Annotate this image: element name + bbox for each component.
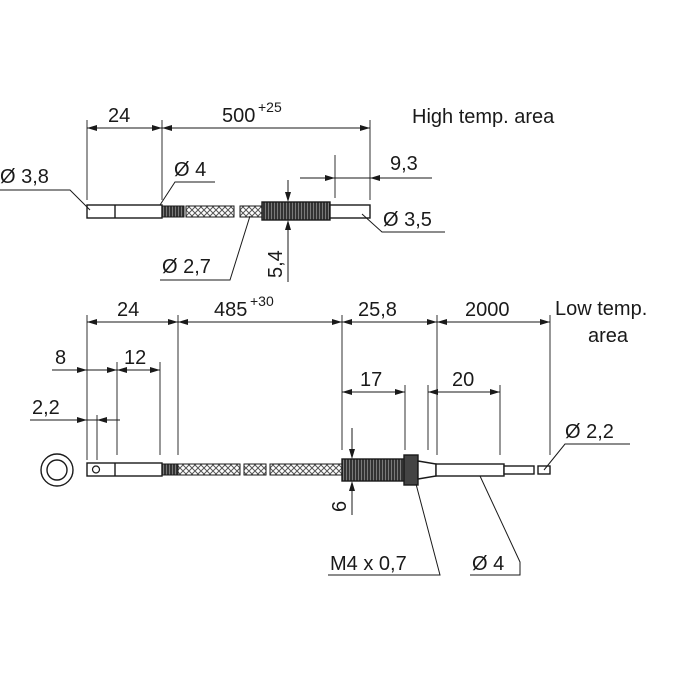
- fiber-d2-2: [503, 465, 535, 475]
- dim-top-24: 24: [108, 105, 130, 127]
- braid-section-2: [185, 205, 235, 218]
- dim-bot-17: 17: [360, 369, 382, 391]
- dim-bot-12: 12: [124, 347, 146, 369]
- dim-bot-d2-2: Ø 2,2: [565, 421, 614, 443]
- dim-top-9-3: 9,3: [390, 153, 418, 175]
- braid-b1: [161, 463, 179, 476]
- top-dimensions: 24 500 +25 High temp. area 9,3 Ø 3,8 Ø 4…: [0, 99, 555, 282]
- end-view-inner: [46, 459, 68, 481]
- tube-d4: [435, 463, 505, 477]
- braid-b4: [269, 463, 343, 476]
- dim-top-d2-7: Ø 2,7: [162, 256, 211, 278]
- dim-bot-485-tol: +30: [250, 293, 274, 309]
- dim-bot-2000: 2000: [465, 299, 510, 321]
- nut: [403, 454, 419, 486]
- braid-b2: [177, 463, 241, 476]
- bottom-dimensions: 24 485 +30 25,8 2000 Low temp. area 8 12: [30, 293, 647, 576]
- dim-bot-25-8: 25,8: [358, 299, 397, 321]
- dim-top-5-4: 5,4: [265, 250, 287, 278]
- dim-bot-20: 20: [452, 369, 474, 391]
- transition: [417, 460, 437, 480]
- low-temp-area-label-1: Low temp.: [555, 298, 647, 320]
- dim-top-d3-5: Ø 3,5: [383, 209, 432, 231]
- dim-top-d4: Ø 4: [174, 159, 206, 181]
- dim-top-500: 500: [222, 105, 255, 127]
- low-temp-area-label-2: area: [588, 325, 629, 347]
- dim-bot-6: 6: [329, 501, 351, 512]
- probe-tip-top: [86, 204, 163, 219]
- end-tube-top: [329, 204, 371, 219]
- braid-section-3: [239, 205, 263, 218]
- dim-bot-24: 24: [117, 299, 139, 321]
- dim-bot-d4: Ø 4: [472, 553, 504, 575]
- high-temp-area-label: High temp. area: [412, 106, 555, 128]
- sleeve-top: [261, 201, 331, 221]
- dim-top-500-tol: +25: [258, 99, 282, 115]
- dim-bot-485: 485: [214, 299, 247, 321]
- dim-bot-8: 8: [55, 347, 66, 369]
- braid-b3: [243, 463, 267, 476]
- dim-bot-m4: M4 x 0,7: [330, 553, 407, 575]
- braid-section-1: [161, 205, 185, 218]
- dim-bot-2-2-left: 2,2: [32, 397, 60, 419]
- dim-top-d3-8: Ø 3,8: [0, 166, 49, 188]
- high-temp-cable: [86, 201, 371, 221]
- low-temp-cable: [40, 453, 551, 487]
- threaded-sleeve: [341, 458, 405, 482]
